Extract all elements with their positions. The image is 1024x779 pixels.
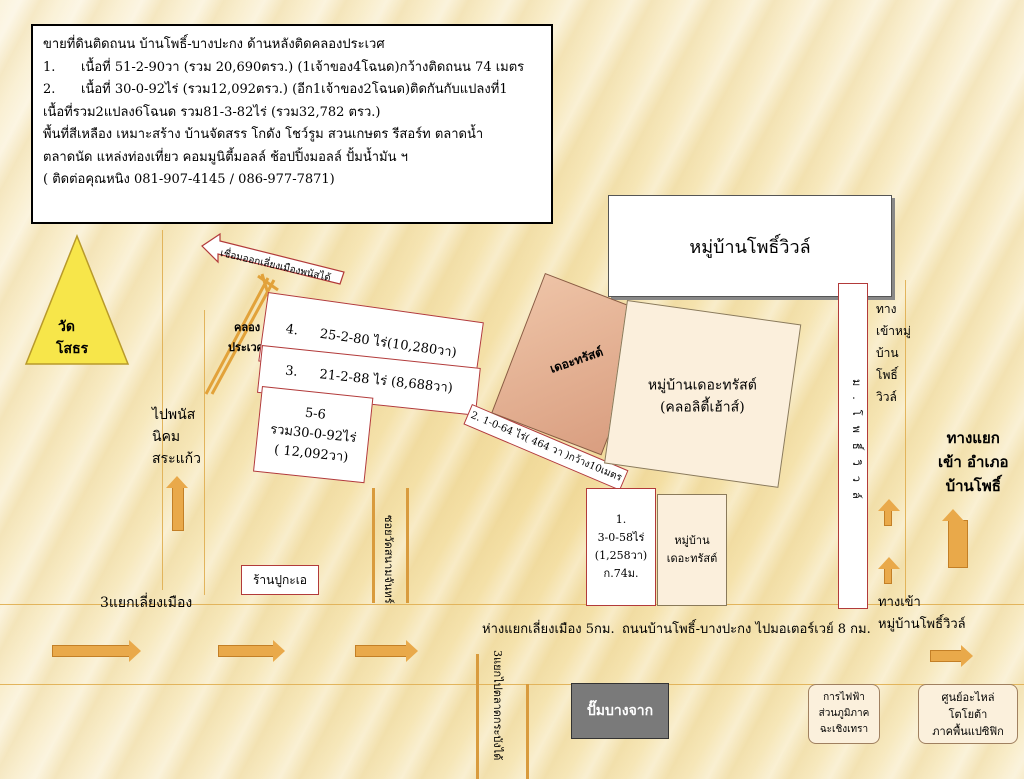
parcel-1-line1: 1. (615, 513, 627, 526)
village-trust-small-line1: หมู่บ้าน (674, 534, 710, 547)
info-line-5: ตลาดนัด แหล่งท่องเที่ยว คอมมูนิตี้มอลล์ … (43, 149, 408, 165)
canal-label-2: ประเวศ (228, 341, 264, 354)
canal-icon (204, 273, 279, 395)
junction-fish-label: 3แยกไปตลาดกระบังได้ (491, 650, 504, 761)
parcel-56-line1: 5-6 (304, 405, 327, 423)
info-line-2: 2.เนื้อที่ 30-0-92ไร่ (รวม12,092ตรว.) (อ… (43, 82, 508, 97)
temple-label-2: โสธร (56, 341, 89, 357)
village-trust-big-line2: (คลอลิตี้เฮ้าส์) (659, 399, 745, 416)
village-potivil-label: หมู่บ้านโพธิ์วิวล์ (689, 237, 811, 258)
temple-label-1: วัด (58, 319, 75, 335)
the-trust-label: เดอะทรัสต์ (548, 344, 605, 376)
road-line-right (905, 280, 906, 600)
electric-authority-box: การไฟฟ้า ส่วนภูมิภาค ฉะเชิงเทรา (808, 684, 880, 744)
junction-bypass-label: 3แยกเลี่ยงเมือง (100, 595, 193, 611)
village-trust-big-line1: หมู่บ้านเดอะทรัสต์ (647, 377, 757, 394)
arrow-right-3-icon (355, 640, 418, 662)
soi-potivil-label: ม.โพธิ์วิวล์ (850, 379, 863, 509)
arrow-right-2-icon (218, 640, 285, 662)
arrow-up-banpho-icon (942, 509, 968, 568)
info-title: ขายที่ดินติดถนน บ้านโพธิ์-บางปะกง ด้านหล… (43, 37, 385, 52)
road-line-left-2 (204, 310, 205, 595)
parcel-1-line2: 3-0-58ไร่ (597, 531, 645, 544)
arrow-up-small-1-icon (878, 499, 900, 526)
parcel-1-line4: ก.74ม. (603, 567, 639, 580)
distance-bypass-label: ห่างแยกเลี่ยงเมือง 5กม. (482, 622, 615, 637)
village-trust-big: หมู่บ้านเดอะทรัสต์ (คลอลิตี้เฮ้าส์) (604, 300, 802, 488)
shop-label: ร้านปูกะเอ (252, 572, 308, 587)
soi-fish-line-2 (526, 684, 529, 779)
temple-triangle-icon (24, 233, 130, 365)
main-road-bottom-line (0, 684, 1024, 685)
parcel-5-6[interactable]: 5-6 รวม30-0-92ไร่ ( 12,092วา) (253, 386, 374, 484)
fork-banpho-label: ทางแยก เข้า อำเภอ บ้านโพธิ์ (938, 429, 1009, 495)
parcel-4-num: 4. (284, 321, 300, 339)
shop-box: ร้านปูกะเอ (241, 565, 319, 595)
main-road-top-line (0, 604, 1024, 605)
soi-wat-line-1 (372, 488, 375, 603)
toyota-box: ศูนย์อะไหล่ โตโยต้า ภาคพื้นแปซิฟิก (918, 684, 1018, 744)
gas-station-label: ปั๊มบางจาก (586, 703, 654, 719)
soi-wat-line-2 (406, 488, 409, 603)
village-trust-small: หมู่บ้าน เดอะทรัสต์ (657, 494, 727, 606)
road-top-arrow (201, 232, 345, 285)
entrance-village-label: ทาง เข้าหมู่ บ้าน โพธิ์ วิวล์ (876, 302, 911, 404)
soi-potivil-strip: ม.โพธิ์วิวล์ (838, 283, 868, 609)
village-trust-big-text: หมู่บ้านเดอะทรัสต์ (คลอลิตี้เฮ้าส์) (615, 374, 789, 418)
canal-label-1: คลอง (234, 321, 261, 334)
arrow-right-4-icon (930, 645, 973, 667)
info-box: ขายที่ดินติดถนน บ้านโพธิ์-บางปะกง ด้านหล… (31, 24, 553, 224)
parcel-1-line3: (1,258วา) (594, 549, 648, 562)
village-potivil-box: หมู่บ้านโพธิ์วิวล์ (608, 195, 892, 297)
soi-wat-label: ซอยวัดสนามจันทร์ (382, 515, 395, 604)
arrow-right-1-icon (52, 640, 141, 662)
parcel-1[interactable]: 1. 3-0-58ไร่ (1,258วา) ก.74ม. (586, 488, 656, 606)
gas-station-box: ปั๊มบางจาก (571, 683, 669, 739)
village-trust-small-line2: เดอะทรัสต์ (666, 552, 718, 565)
main-road-label: ถนนบ้านโพธิ์-บางปะกง ไปมอเตอร์เวย์ 8 กม. (622, 622, 871, 637)
info-contact: ( ติดต่อคุณหนิง 081-907-4145 / 086-977-7… (43, 172, 335, 187)
entrance-potivil2-label: ทางเข้า หมู่บ้านโพธิ์วิวล์ (878, 595, 966, 632)
info-line-3: เนื้อที่รวม2แปลง6โฉนด รวม81-3-82ไร่ (รวม… (43, 104, 381, 120)
soi-fish-line-1 (476, 654, 479, 779)
arrow-up-small-2-icon (878, 557, 900, 584)
parcel-3-num: 3. (284, 363, 299, 380)
info-line-1: 1.เนื้อที่ 51-2-90วา (รวม 20,690ตรว.) (1… (43, 59, 525, 75)
arrow-up-phanat-icon (166, 476, 188, 531)
road-line-left (162, 230, 163, 590)
to-phanat-label: ไปพนัส นิคม สระแก้ว (152, 407, 201, 467)
info-line-4: พื้นที่สีเหลือง เหมาะสร้าง บ้านจัดสรร โก… (43, 127, 484, 142)
